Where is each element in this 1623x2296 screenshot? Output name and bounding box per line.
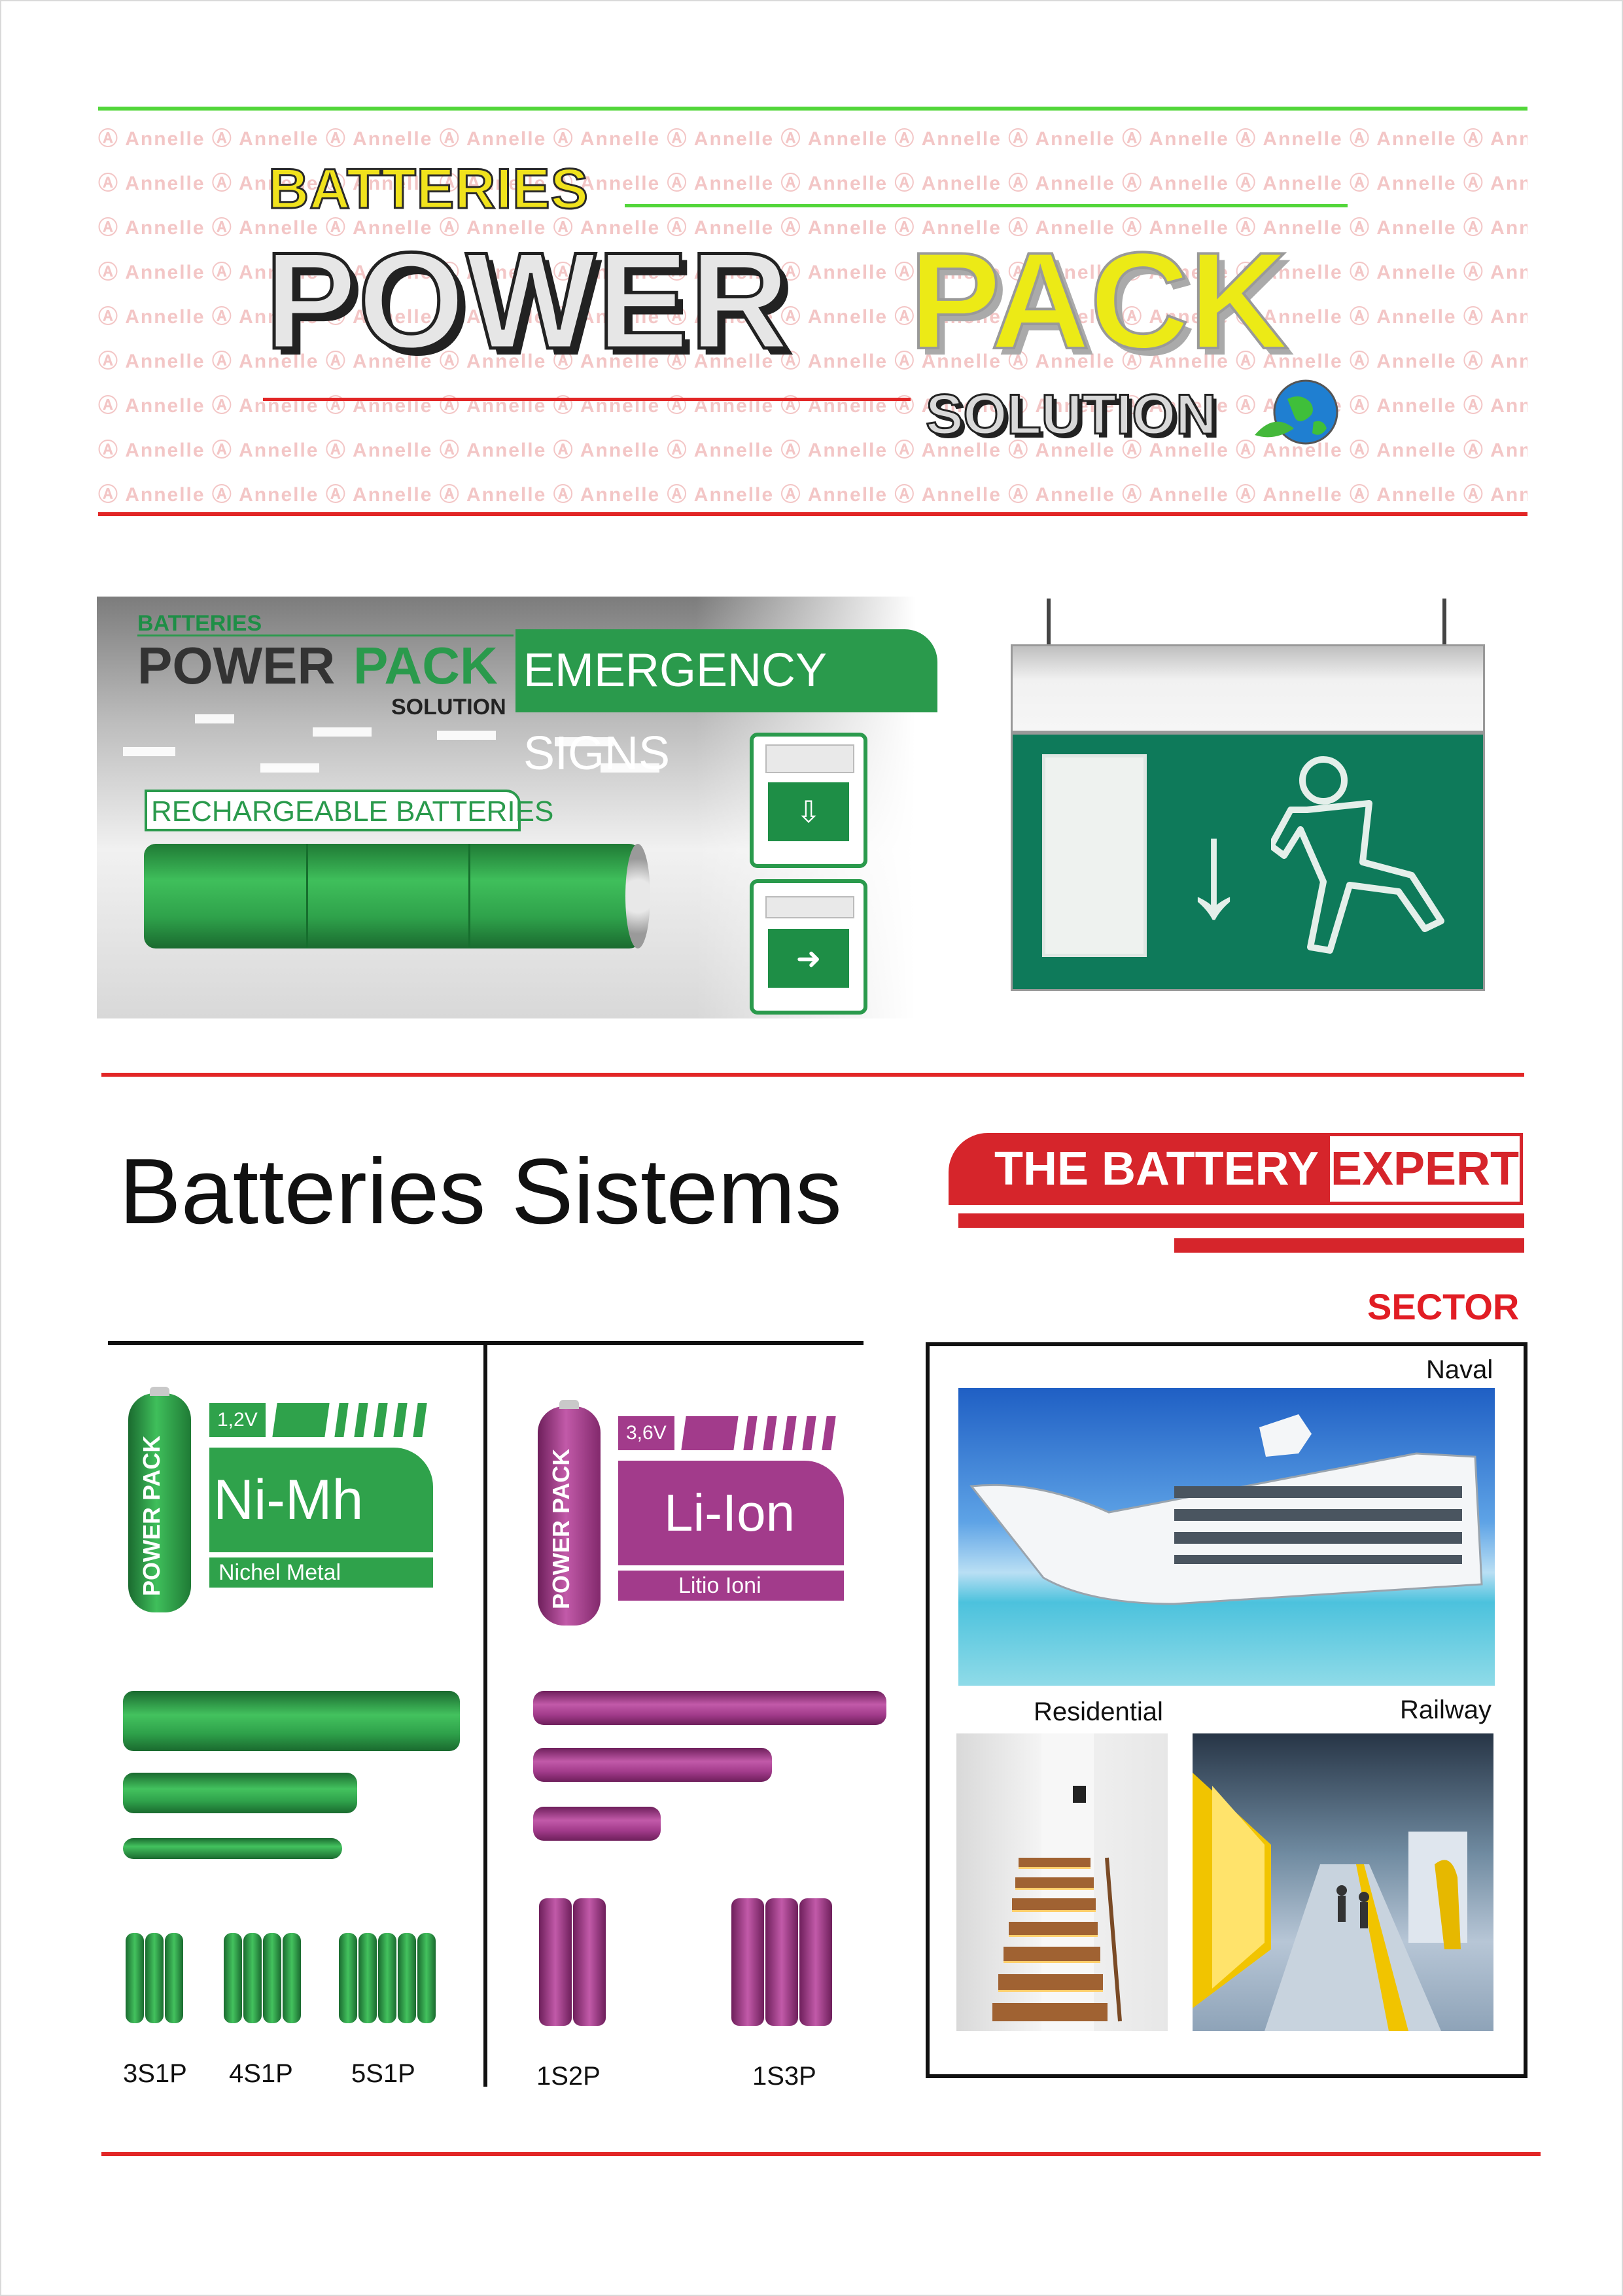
battery-pack-illustration — [144, 844, 650, 948]
liion-pack-1s2p — [539, 1898, 607, 2026]
liion-charge-ticks — [681, 1416, 844, 1450]
banner-brand-pack: PACK — [353, 636, 498, 695]
section-title: Batteries Sistems — [119, 1139, 842, 1244]
wall-sign-thumbnail: ⇩ — [750, 733, 867, 868]
sector-label-railway: Railway — [1400, 1696, 1492, 1724]
nimh-pack-3s1p — [126, 1933, 184, 2023]
nimh-pack-4s1p — [224, 1933, 302, 2023]
header-inner-red-line — [263, 398, 911, 401]
watermark-row: Ⓐ Annelle Ⓐ Annelle Ⓐ Annelle Ⓐ Annelle … — [98, 306, 1527, 328]
liion-rod-long — [533, 1691, 886, 1725]
footer-red-rule — [101, 2152, 1541, 2156]
emergency-banner: BATTERIES POWER PACK SOLUTION EMERGENCY … — [97, 597, 970, 1018]
nimh-name: Ni-Mh — [209, 1448, 433, 1552]
sector-label-naval: Naval — [1426, 1355, 1493, 1384]
emergency-signs-tag: EMERGENCY SIGNS — [515, 629, 937, 780]
ceiling-sign-thumbnail: ➜ — [750, 879, 867, 1015]
battery-expert-logo: THE BATTERY EXPERT — [949, 1133, 1523, 1205]
expert-logo-right: EXPERT — [1327, 1133, 1523, 1205]
watermark-row: Ⓐ Annelle Ⓐ Annelle Ⓐ Annelle Ⓐ Annelle … — [98, 484, 1527, 506]
sector-panel — [926, 1342, 1527, 2078]
liion-name: Li-Ion — [618, 1461, 844, 1565]
header-top-green-rule — [98, 107, 1527, 111]
nimh-card: 1,2V Ni-Mh Nichel Metal — [209, 1403, 433, 1599]
watermark-row: Ⓐ Annelle Ⓐ Annelle Ⓐ Annelle Ⓐ Annelle … — [98, 262, 1527, 283]
systems-divider — [483, 1343, 487, 2087]
liion-cell-icon: POWER PACK — [538, 1400, 601, 1626]
naval-photo — [958, 1388, 1495, 1686]
nimh-pack-label: 5S1P — [351, 2059, 415, 2088]
globe-icon — [1255, 379, 1338, 445]
nimh-voltage: 1,2V — [209, 1403, 266, 1437]
watermark-row: Ⓐ Annelle Ⓐ Annelle Ⓐ Annelle Ⓐ Annelle … — [98, 128, 1527, 150]
nimh-rod-4cell — [123, 1691, 460, 1751]
nimh-subtitle: Nichel Metal — [209, 1557, 433, 1588]
banner-brand-solution: SOLUTION — [391, 695, 506, 720]
liion-pack-label: 1S2P — [536, 2062, 601, 2091]
banner-brand-power: POWER — [137, 636, 336, 695]
rechargeable-batteries-tag: RECHARGEABLE BATTERIES — [145, 790, 553, 831]
watermark-row: Ⓐ Annelle Ⓐ Annelle Ⓐ Annelle Ⓐ Annelle … — [98, 173, 1527, 194]
nimh-charge-ticks — [272, 1403, 433, 1437]
exit-door-icon — [1042, 754, 1147, 957]
liion-rod-medium — [533, 1748, 772, 1782]
liion-voltage: 3,6V — [618, 1416, 674, 1450]
watermark-row: Ⓐ Annelle Ⓐ Annelle Ⓐ Annelle Ⓐ Annelle … — [98, 217, 1527, 239]
banner-brand-batteries: BATTERIES — [137, 611, 262, 636]
liion-cell-brand: POWER PACK — [548, 1448, 574, 1609]
nimh-cell-brand: POWER PACK — [138, 1435, 165, 1596]
header-title-solution: SOLUTION — [924, 383, 1217, 447]
nimh-rod-3cell — [123, 1773, 357, 1813]
expert-bar-1 — [958, 1213, 1524, 1228]
sector-label-residential: Residential — [1034, 1697, 1163, 1726]
liion-pack-1s3p — [731, 1898, 833, 2026]
nimh-pack-label: 4S1P — [229, 2059, 293, 2088]
liion-pack-label: 1S3P — [752, 2062, 816, 2091]
liion-rod-short — [533, 1807, 661, 1841]
header-title-batteries: BATTERIES — [268, 157, 589, 222]
nimh-cell-icon: POWER PACK — [128, 1387, 191, 1612]
nimh-rod-thin — [123, 1838, 342, 1859]
nimh-pack-5s1p — [339, 1933, 437, 2023]
running-man-icon — [1271, 756, 1444, 954]
staircase-icon — [992, 1733, 1122, 2031]
header-title-power: POWER — [263, 224, 791, 377]
header-title-pack: PACK — [908, 224, 1289, 377]
down-arrow-icon: ↓ — [1179, 791, 1248, 945]
watermark-row: Ⓐ Annelle Ⓐ Annelle Ⓐ Annelle Ⓐ Annelle … — [98, 440, 1527, 461]
nimh-pack-label: 3S1P — [123, 2059, 187, 2088]
mid-red-rule — [101, 1073, 1524, 1077]
subway-platform-icon — [1193, 1773, 1467, 2031]
header-bottom-red-rule — [98, 512, 1527, 516]
watermark-row: Ⓐ Annelle Ⓐ Annelle Ⓐ Annelle Ⓐ Annelle … — [98, 351, 1527, 372]
liion-card: 3,6V Li-Ion Litio Ioni — [618, 1416, 844, 1612]
sector-heading: SECTOR — [1367, 1286, 1520, 1327]
exit-down-arrow-icon: ⇩ — [768, 782, 849, 841]
expert-bar-2 — [1174, 1238, 1524, 1253]
expert-logo-left: THE BATTERY — [949, 1133, 1327, 1205]
liion-subtitle: Litio Ioni — [618, 1571, 844, 1601]
header-inner-green-line — [625, 204, 1348, 207]
cruise-ship-icon — [969, 1414, 1483, 1605]
railway-photo — [1193, 1733, 1493, 2031]
exit-right-arrow-icon: ➜ — [768, 929, 849, 988]
emergency-exit-sign: ↓ — [1011, 599, 1485, 991]
banner-brand-line — [137, 635, 514, 636]
residential-photo — [956, 1733, 1168, 2031]
